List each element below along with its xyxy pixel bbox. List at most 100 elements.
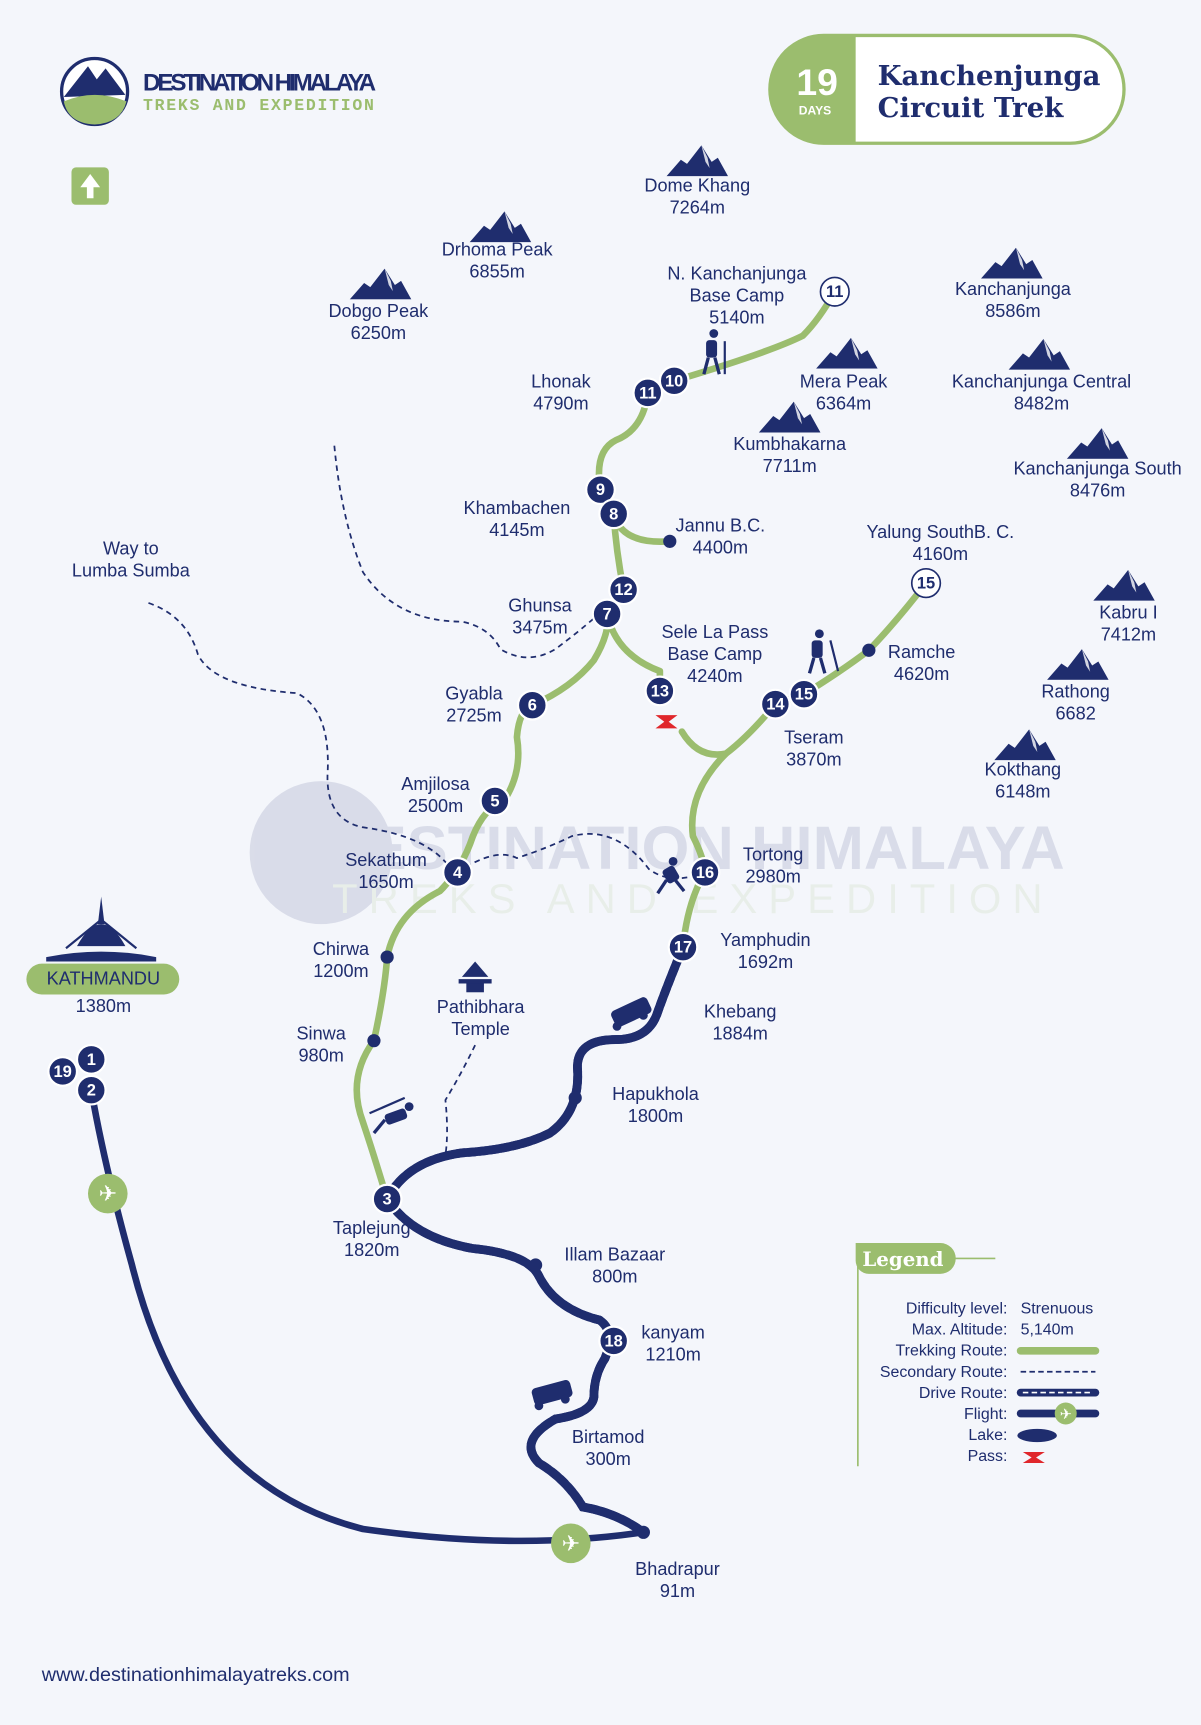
svg-text:3: 3 (383, 1191, 392, 1209)
place-name: Chirwa (313, 939, 370, 959)
waypoint-dot (529, 1258, 543, 1272)
place-elevation: 800m (592, 1267, 637, 1287)
svg-text:Circuit Trek: Circuit Trek (878, 92, 1065, 124)
place-elevation: Temple (451, 1019, 509, 1039)
temple-icon (458, 961, 492, 993)
mountain-icon (469, 211, 532, 243)
flight-route (88, 1089, 644, 1545)
place-elevation: 2980m (745, 866, 800, 886)
svg-text:18: 18 (605, 1332, 623, 1350)
day-marker: 4 (442, 857, 473, 888)
place-name: N. Kanchanjunga (667, 264, 807, 284)
place-name: Pathibhara (437, 997, 526, 1017)
place-name-line2: Base Camp (668, 644, 763, 664)
mountain-icon (666, 145, 729, 177)
legend-label: Max. Altitude: (912, 1322, 1008, 1339)
peak-name: Kabru I (1099, 602, 1157, 622)
place-elevation: 1884m (712, 1024, 767, 1044)
mountain-icon (981, 247, 1043, 279)
place-name: Tortong (743, 844, 803, 864)
place-elevation: 4400m (693, 537, 748, 557)
mountain-icon (1093, 569, 1155, 601)
place-label: KATHMANDU 1380m (47, 969, 160, 1016)
place-name: Jannu B.C. (676, 515, 766, 535)
svg-text:12: 12 (614, 581, 632, 599)
place-name: KATHMANDU (47, 969, 160, 989)
peak-name: Kokthang (985, 760, 1062, 780)
peak-elevation: 6682 (1055, 704, 1095, 724)
svg-text:11: 11 (826, 283, 843, 301)
place-elevation: 4790m (533, 393, 588, 413)
place-elevation: 1380m (76, 996, 131, 1016)
place-name: Lhonak (531, 371, 591, 391)
day-marker: 1 (75, 1043, 107, 1075)
place-name: Khebang (704, 1002, 777, 1022)
pass-icon (655, 715, 678, 729)
place-elevation: 1800m (628, 1106, 683, 1126)
legend-label: Lake: (968, 1427, 1007, 1444)
day-marker: 7 (591, 598, 623, 630)
svg-text:15: 15 (917, 575, 935, 593)
climber-icon (656, 857, 686, 895)
jeep-icon (531, 1379, 573, 1411)
peak-name: Kanchanjunga South (1013, 458, 1181, 478)
company-logo[interactable]: DESTINATION HIMALAYA TREKS AND EXPEDITIO… (59, 56, 377, 127)
place-name: Khambachen (464, 498, 571, 518)
svg-text:17: 17 (674, 939, 692, 957)
place-elevation: 5140m (709, 308, 764, 328)
day-marker: 19 (47, 1056, 79, 1087)
svg-text:15: 15 (795, 686, 813, 704)
place-name: Sele La Pass (661, 622, 768, 642)
place-name: kanyam (641, 1323, 704, 1343)
day-marker: 17 (667, 931, 699, 963)
place-name: Yalung SouthB. C. (866, 522, 1014, 542)
peak-elevation: 8586m (985, 301, 1040, 321)
legend-label: Trekking Route: (896, 1343, 1008, 1360)
place-elevation: 4240m (687, 666, 742, 686)
kathmandu-badge (26, 963, 180, 995)
place-elevation: 1820m (344, 1240, 399, 1260)
place-name: Way to (103, 539, 159, 559)
drive-route (382, 942, 683, 1537)
waypoint-dot (380, 950, 394, 964)
place-elevation: Lumba Sumba (72, 561, 191, 581)
peak-elevation: 6250m (351, 323, 406, 343)
place-elevation: 91m (660, 1581, 695, 1601)
svg-text:✈: ✈ (99, 1181, 117, 1206)
website-link[interactable]: www.destinationhimalayatreks.com (41, 1664, 350, 1686)
day-marker: 6 (516, 689, 548, 721)
logo-name: DESTINATION HIMALAYA (143, 69, 376, 96)
day-marker: 10 (658, 365, 690, 397)
logo-tagline: TREKS AND EXPEDITION (143, 96, 376, 115)
place-elevation: 980m (298, 1046, 343, 1066)
rappel-icon (369, 1096, 414, 1135)
day-marker: 15 (788, 678, 820, 710)
place-elevation: 1200m (313, 961, 368, 981)
secondary-routes (148, 445, 706, 1156)
place-elevation: 4160m (913, 544, 968, 564)
days-count: 19 (796, 61, 838, 103)
place-name: Sekathum (345, 850, 427, 870)
svg-text:2: 2 (87, 1082, 96, 1100)
